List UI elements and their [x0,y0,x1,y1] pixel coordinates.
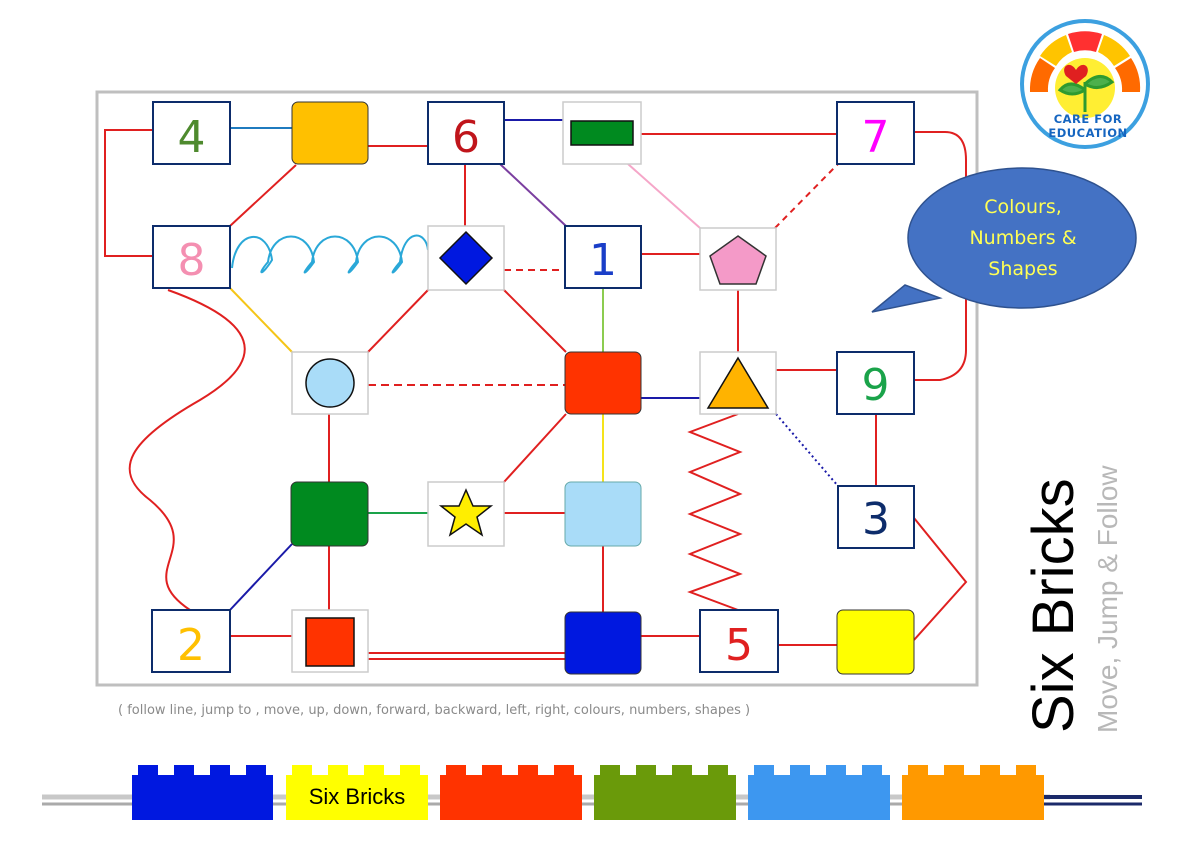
logo-line-1: CARE FOR [1053,112,1123,126]
shape-tile-circle[interactable] [291,351,369,415]
care-for-education-logo [1020,19,1150,149]
triangle-icon [706,356,770,409]
star-icon [438,488,494,537]
colour-tile-green[interactable] [290,481,369,547]
colour-tile-lightblue[interactable] [564,481,642,547]
bubble-line: Numbers & [969,227,1077,249]
brick-orange[interactable] [902,765,1044,820]
number-tile-5[interactable]: 5 [699,609,779,673]
brick-lightblue[interactable] [748,765,890,820]
colour-tile-blue[interactable] [564,611,642,675]
board-frame [95,90,979,687]
svg-text:7: 7 [862,112,890,163]
title-sub: Move, Jump & Follow [1092,465,1123,733]
number-tiles: 4 6 7 8 1 9 3 2 [151,101,915,673]
circle-icon [305,358,355,408]
colour-tile-orange[interactable] [291,101,369,165]
sun-rays-icon [1029,31,1141,92]
colour-tile-yellow[interactable] [836,609,915,675]
number-tile-9[interactable]: 9 [836,351,915,415]
brick-red[interactable] [440,765,582,820]
shape-tile-pentagon[interactable] [699,227,777,291]
brick-blue[interactable] [132,765,273,820]
number-tile-1[interactable]: 1 [564,225,642,289]
sprout-icon [1057,75,1115,112]
bricks [132,765,1044,820]
shape-tile-diamond[interactable] [427,225,505,291]
number-tile-3[interactable]: 3 [837,485,915,549]
colour-tiles [290,101,915,675]
number-tile-2[interactable]: 2 [151,609,231,673]
shape-tile-rectangle[interactable] [562,101,642,165]
diamond-icon [438,230,494,286]
speech-bubble-text: Colours, Numbers & Shapes [955,192,1091,285]
svg-text:9: 9 [862,360,890,411]
number-tile-6[interactable]: 6 [427,101,505,165]
brick-yellow[interactable] [286,765,428,820]
logo-text: CARE FOR EDUCATION [1026,112,1150,140]
pentagon-icon [709,235,767,285]
logo-line-2: EDUCATION [1048,126,1128,140]
shape-tile-star[interactable] [427,481,505,547]
svg-text:6: 6 [452,112,480,163]
title-main: Six Bricks [1021,478,1086,733]
instructions-caption: ( follow line, jump to , move, up, down,… [118,703,751,718]
brick-label: Six Bricks [308,784,406,809]
svg-text:3: 3 [862,494,890,545]
shape-tile-triangle[interactable] [699,351,777,415]
svg-text:8: 8 [178,235,206,286]
svg-text:1: 1 [589,235,617,286]
number-tile-4[interactable]: 4 [152,101,231,165]
shape-tiles [291,101,777,673]
svg-text:2: 2 [177,620,205,671]
rectangle-icon [570,120,634,146]
number-tile-8[interactable]: 8 [152,225,231,289]
svg-text:5: 5 [725,620,753,671]
square-icon [305,617,355,667]
connector-lines [104,119,968,660]
colour-tile-red[interactable] [564,351,642,415]
shape-tile-square[interactable] [291,609,369,673]
bubble-line: Shapes [988,258,1058,280]
svg-text:4: 4 [178,112,206,163]
speech-bubble [871,167,1137,313]
brick-green[interactable] [594,765,736,820]
heart-icon [1064,64,1088,84]
number-tile-7[interactable]: 7 [836,101,915,165]
bubble-line: Colours, [984,196,1062,218]
